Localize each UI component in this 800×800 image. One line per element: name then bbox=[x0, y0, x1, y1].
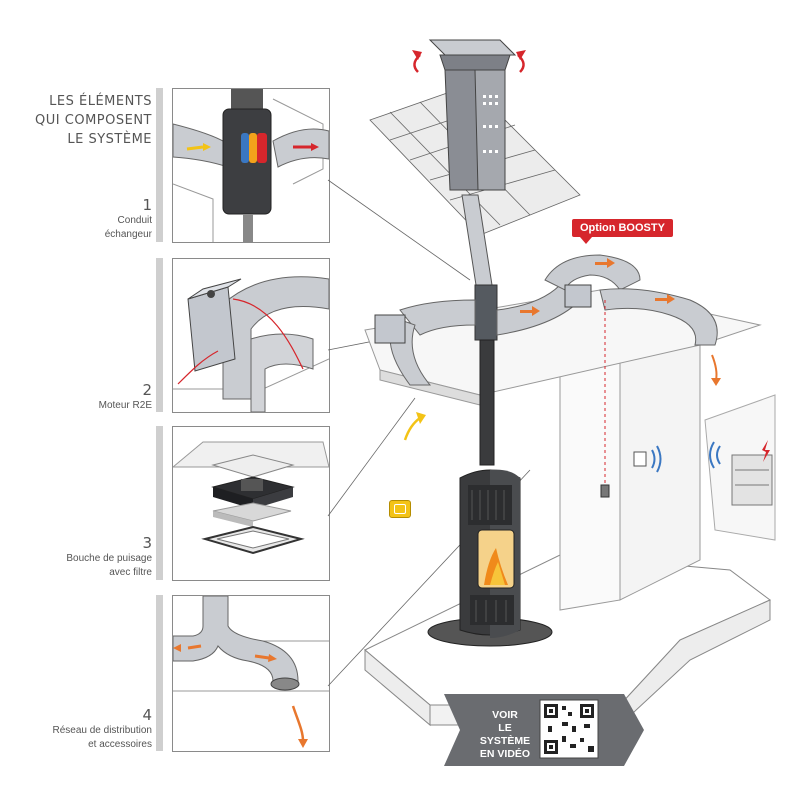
section-heading: LES ÉLÉMENTS QUI COMPOSENT LE SYSTÈME bbox=[20, 92, 152, 149]
video-text-line: EN VIDÉO bbox=[479, 748, 531, 760]
motor-unit bbox=[374, 314, 406, 344]
step-text: avec filtre bbox=[109, 567, 152, 578]
video-text-line: LE SYSTÈME bbox=[479, 722, 531, 747]
step-text: et accessoires bbox=[88, 739, 152, 750]
heading-line: LES ÉLÉMENTS bbox=[49, 94, 152, 109]
heading-line: QUI COMPOSENT bbox=[35, 113, 152, 128]
step-3-label: 3 Bouche de puisage avec filtre bbox=[20, 534, 152, 580]
electrical-panel-icon bbox=[731, 454, 773, 506]
video-link-text: VOIR LE SYSTÈME EN VIDÉO bbox=[474, 709, 536, 761]
step-text: Réseau de distribution bbox=[52, 725, 152, 736]
distribution-ducts bbox=[389, 254, 718, 386]
exchanger-duct-detail bbox=[172, 88, 330, 243]
leader-line bbox=[327, 179, 471, 281]
option-boosty-badge: Option BOOSTY bbox=[572, 219, 673, 244]
step-text: Conduit bbox=[117, 215, 152, 226]
stove bbox=[427, 469, 553, 647]
step-2-label: 2 Moteur R2E bbox=[20, 381, 152, 413]
airflow-arrows bbox=[520, 258, 675, 316]
step-number: 3 bbox=[142, 534, 152, 552]
heading-line: LE SYSTÈME bbox=[67, 132, 152, 147]
motor-detail bbox=[172, 258, 330, 413]
leader-line bbox=[327, 397, 416, 517]
video-text-line: VOIR bbox=[492, 709, 518, 721]
step-4-label: 4 Réseau de distribution et accessoires bbox=[20, 706, 152, 752]
step-number: 2 bbox=[142, 381, 152, 399]
panel-divider bbox=[156, 88, 163, 242]
wifi-signal-icon bbox=[651, 449, 656, 469]
panel-divider bbox=[156, 595, 163, 751]
step-text: échangeur bbox=[104, 229, 152, 240]
distribution-network-detail bbox=[172, 595, 330, 752]
boost-motor-unit bbox=[564, 284, 592, 308]
flue-pipe bbox=[461, 194, 498, 466]
chat-bubble-icon[interactable] bbox=[389, 500, 411, 518]
step-1-label: 1 Conduit échangeur bbox=[20, 196, 152, 242]
intake-grille-detail bbox=[172, 426, 330, 581]
step-text: Moteur R2E bbox=[98, 400, 152, 411]
step-number: 4 bbox=[142, 706, 152, 724]
chimney-terminal bbox=[412, 39, 526, 191]
panel-divider bbox=[156, 426, 163, 580]
step-number: 1 bbox=[142, 196, 152, 214]
wall-control-icon bbox=[633, 451, 647, 467]
step-text: Bouche de puisage bbox=[66, 553, 152, 564]
panel-divider bbox=[156, 258, 163, 412]
